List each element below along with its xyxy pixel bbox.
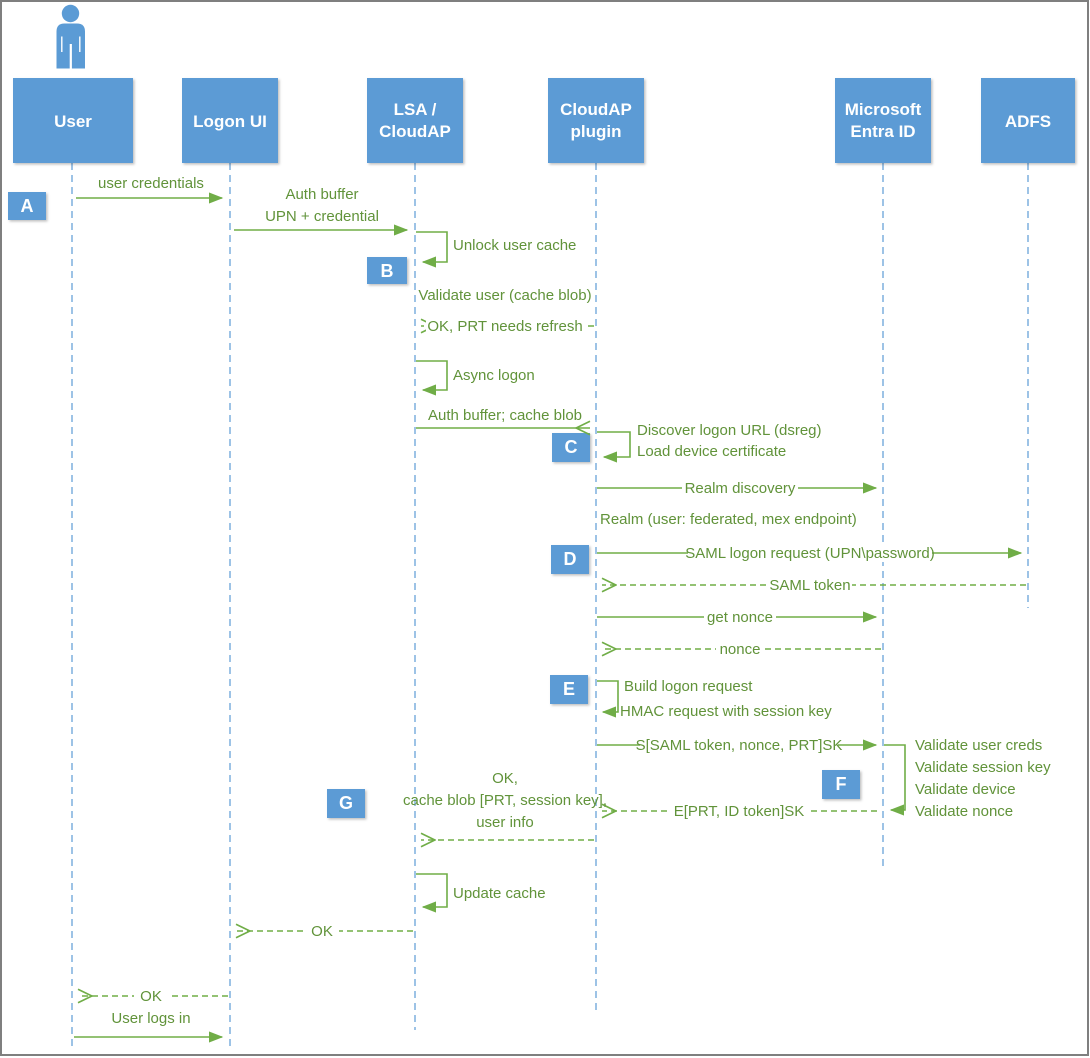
message-user-logs-in: User logs in — [74, 1010, 224, 1043]
message-ok-cache-blob-label-2: cache blob [PRT, session key], — [403, 792, 607, 809]
actor-adfs-label: ADFS — [1005, 112, 1051, 131]
message-upn-credential-label: UPN + credential — [265, 208, 379, 225]
step-g-label: G — [339, 793, 353, 813]
message-ok-to-logon-ui: OK — [236, 923, 413, 940]
step-a: A — [8, 192, 46, 220]
actor-cloudap-plugin-label-2: plugin — [571, 122, 622, 141]
message-signed-request: S[SAML token, nonce, PRT]SK — [597, 737, 878, 754]
step-e-label: E — [563, 679, 575, 699]
message-build-logon-request: Build logon request HMAC request with se… — [597, 678, 832, 720]
step-d: D — [551, 545, 589, 574]
message-hmac-request-label: HMAC request with session key — [620, 703, 832, 720]
message-realm-response: Realm (user: federated, mex endpoint) — [600, 511, 857, 528]
actor-lsa-cloudap-label-1: LSA / — [394, 100, 437, 119]
actor-logon-ui-label: Logon UI — [193, 112, 267, 131]
step-f-label: F — [836, 774, 847, 794]
message-nonce-label: nonce — [720, 641, 761, 658]
message-encrypted-prt: E[PRT, ID token]SK — [602, 803, 877, 820]
message-entra-validations: Validate user creds Validate session key… — [884, 737, 1051, 820]
message-get-nonce-label: get nonce — [707, 609, 773, 626]
actor-user-label: User — [54, 112, 92, 131]
step-d-label: D — [564, 549, 577, 569]
message-validate-nonce-label: Validate nonce — [915, 803, 1013, 820]
message-ok-cache-blob: OK, cache blob [PRT, session key], user … — [403, 770, 607, 840]
message-auth-buffer-cache-blob-label: Auth buffer; cache blob — [428, 407, 582, 424]
message-ok-cache-blob-label-1: OK, — [492, 770, 518, 787]
message-auth-buffer-upn: Auth buffer UPN + credential — [234, 186, 409, 236]
actor-user: User — [13, 78, 133, 163]
message-ok-prt-refresh-label: OK, PRT needs refresh — [427, 318, 582, 335]
step-c: C — [552, 433, 590, 462]
actor-cloudap-plugin: CloudAP plugin — [548, 78, 644, 163]
message-ok-to-user: OK — [78, 988, 228, 1005]
actor-lsa-cloudap: LSA / CloudAP — [367, 78, 463, 163]
message-ok-cache-blob-label-3: user info — [476, 814, 534, 831]
message-validate-user-label: Validate user (cache blob) — [418, 287, 591, 304]
message-realm-response-label: Realm (user: federated, mex endpoint) — [600, 511, 857, 528]
message-realm-discovery-label: Realm discovery — [685, 480, 796, 497]
actor-entra-label-1: Microsoft — [845, 100, 922, 119]
message-validate-user: Validate user (cache blob) — [418, 287, 591, 304]
step-g: G — [327, 789, 365, 818]
message-unlock-user-cache-label: Unlock user cache — [453, 237, 576, 254]
message-user-credentials-label: user credentials — [98, 175, 204, 192]
step-a-label: A — [21, 196, 34, 216]
step-b-label: B — [381, 261, 394, 281]
actor-cloudap-plugin-label-1: CloudAP — [560, 100, 632, 119]
step-f: F — [822, 770, 860, 799]
actor-microsoft-entra-id: Microsoft Entra ID — [835, 78, 931, 163]
message-discover-logon-url: Discover logon URL (dsreg) Load device c… — [597, 422, 822, 463]
message-ok-prt-refresh: OK, PRT needs refresh — [421, 317, 594, 335]
person-icon — [56, 4, 85, 69]
actor-lsa-cloudap-label-2: CloudAP — [379, 122, 451, 141]
message-user-logs-in-label: User logs in — [111, 1010, 190, 1027]
message-get-nonce: get nonce — [597, 609, 878, 626]
message-update-cache: Update cache — [416, 873, 546, 913]
message-update-cache-label: Update cache — [453, 885, 546, 902]
message-auth-buffer-cache-blob: Auth buffer; cache blob — [416, 407, 590, 428]
message-validate-user-creds-label: Validate user creds — [915, 737, 1042, 754]
message-user-credentials: user credentials — [76, 175, 224, 204]
message-ok-to-logon-ui-label: OK — [311, 923, 333, 940]
message-validate-device-label: Validate device — [915, 781, 1016, 798]
actor-entra-label-2: Entra ID — [850, 122, 915, 141]
message-discover-logon-url-label: Discover logon URL (dsreg) — [637, 422, 822, 439]
message-encrypted-prt-label: E[PRT, ID token]SK — [674, 803, 805, 820]
message-saml-logon-request-label: SAML logon request (UPN\password) — [685, 545, 935, 562]
actor-logon-ui: Logon UI — [182, 78, 278, 163]
message-async-logon: Async logon — [416, 360, 535, 396]
message-validate-session-key-label: Validate session key — [915, 759, 1051, 776]
message-saml-logon-request: SAML logon request (UPN\password) — [597, 545, 1023, 562]
step-e: E — [550, 675, 588, 704]
step-b: B — [367, 257, 407, 284]
message-saml-token: SAML token — [602, 577, 1026, 594]
actor-adfs: ADFS — [981, 78, 1075, 163]
message-signed-request-label: S[SAML token, nonce, PRT]SK — [636, 737, 843, 754]
step-c-label: C — [565, 437, 578, 457]
message-unlock-user-cache: Unlock user cache — [416, 231, 576, 268]
message-ok-to-user-label: OK — [140, 988, 162, 1005]
message-load-device-certificate-label: Load device certificate — [637, 443, 786, 460]
message-build-logon-request-label: Build logon request — [624, 678, 753, 695]
message-saml-token-label: SAML token — [769, 577, 850, 594]
message-auth-buffer-label: Auth buffer — [285, 186, 358, 203]
message-nonce: nonce — [602, 641, 881, 658]
message-realm-discovery: Realm discovery — [597, 480, 878, 497]
message-async-logon-label: Async logon — [453, 367, 535, 384]
